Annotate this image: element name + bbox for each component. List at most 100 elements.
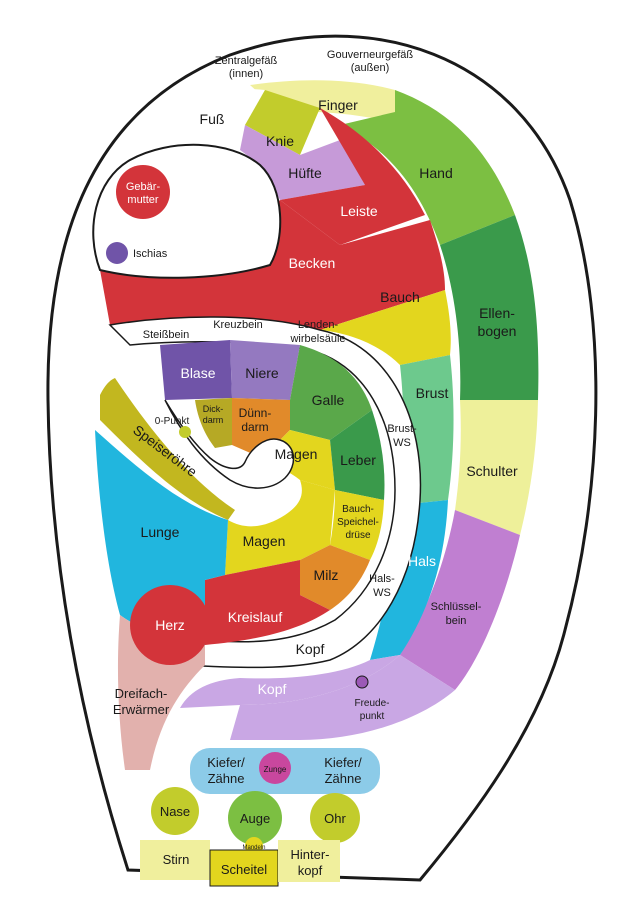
label-freude-2: punkt [360, 711, 385, 722]
label-milz: Milz [314, 567, 339, 583]
label-auge: Auge [240, 811, 270, 826]
label-schulter: Schulter [466, 463, 518, 479]
label-niere: Niere [245, 365, 279, 381]
label-hinterkopf-1: Hinter- [290, 847, 329, 862]
zone-galle [290, 345, 372, 440]
label-ohr: Ohr [324, 811, 346, 826]
label-kopf-outer: Kopf [258, 681, 287, 697]
label-freude-1: Freude- [354, 698, 389, 709]
label-lunge: Lunge [141, 524, 180, 540]
label-bauchspeichel-2: Speichel- [337, 517, 379, 528]
label-kiefer-left-1: Kiefer/ [207, 755, 245, 770]
label-dickdarm-1: Dick- [203, 404, 224, 414]
helix-schulter-zone [455, 400, 538, 535]
label-duenndarm-1: Dünn- [239, 406, 272, 420]
helix-lower-purple-zone [230, 655, 455, 740]
helix-schluesselbein-zone [400, 510, 520, 690]
nullpunkt-point [179, 426, 191, 438]
label-gebaermutter-1: Gebär- [126, 181, 161, 193]
helix-crus [164, 399, 295, 489]
zone-kreislauf [205, 560, 330, 645]
label-hinterkopf-2: kopf [298, 863, 323, 878]
label-ellenbogen-2: bogen [478, 323, 517, 339]
zone-speiseroehre [100, 378, 235, 520]
label-duenndarm-2: darm [241, 420, 268, 434]
label-bauch: Bauch [380, 289, 420, 305]
label-becken: Becken [289, 255, 336, 271]
label-brust: Brust [416, 385, 449, 401]
zone-lunge [95, 430, 228, 645]
stirn-zone [140, 840, 210, 880]
label-hand: Hand [419, 165, 452, 181]
scheitel-zone [209, 849, 279, 887]
label-kiefer-right-1: Kiefer/ [324, 755, 362, 770]
zunge-point [259, 752, 291, 784]
auge-point [228, 791, 282, 845]
label-finger: Finger [318, 97, 358, 113]
zone-hals [370, 500, 448, 660]
label-dickdarm-2: darm [203, 415, 224, 425]
label-magen-lower: Magen [243, 533, 286, 549]
label-kiefer-left-2: Zähne [208, 771, 245, 786]
label-blase: Blase [180, 365, 215, 381]
label-mandeln: Mandeln [242, 845, 265, 851]
label-steissbein: Steißbein [143, 329, 189, 341]
nase-point [151, 787, 199, 835]
label-dreifach-1: Dreifach- [115, 686, 168, 701]
zone-bauchspeichel [330, 490, 384, 560]
helix-hand-zone [340, 90, 515, 245]
zone-leiste [280, 108, 425, 245]
label-nullpunkt: 0-Punkt [155, 416, 190, 427]
label-magen-upper: Magen [275, 446, 318, 462]
zone-bauch [320, 290, 451, 365]
label-scheitel: Scheitel [221, 862, 267, 877]
label-kiefer-right-2: Zähne [325, 771, 362, 786]
label-knie: Knie [266, 133, 294, 149]
label-halsws-1: Hals- [369, 573, 395, 585]
label-leiste: Leiste [340, 203, 378, 219]
label-schluesselbein-1: Schlüssel- [431, 601, 482, 613]
label-ellenbogen-1: Ellen- [479, 305, 515, 321]
label-fuss: Fuß [200, 111, 225, 127]
herz-point [130, 585, 210, 665]
gebaermutter-point [116, 165, 170, 219]
label-nase: Nase [160, 804, 190, 819]
label-lenden-2: wirbelsäule [289, 333, 345, 345]
label-dreifach-2: Erwärmer [113, 702, 170, 717]
label-zunge: Zunge [264, 765, 287, 774]
label-kopf-inner: Kopf [296, 641, 325, 657]
label-lenden-1: Lenden- [298, 319, 339, 331]
zone-kopf-outer [180, 655, 400, 708]
label-kreuzbein: Kreuzbein [213, 319, 263, 331]
zone-dickdarm [195, 398, 232, 448]
label-gebaermutter-2: mutter [127, 194, 159, 206]
label-hals: Hals [408, 553, 436, 569]
freudepunkt-point [355, 675, 369, 689]
label-huefte: Hüfte [288, 165, 322, 181]
zone-becken [100, 200, 445, 330]
label-zentralgefaess-sub: (innen) [229, 68, 263, 80]
label-herz: Herz [155, 617, 185, 633]
label-zentralgefaess: Zentralgefäß [215, 55, 278, 67]
helix-ellenbogen-zone [440, 215, 539, 400]
label-galle: Galle [312, 392, 345, 408]
label-brustws-1: Brust- [387, 423, 417, 435]
label-kreislauf: Kreislauf [228, 609, 283, 625]
zone-knie [245, 90, 320, 155]
label-bauchspeichel-1: Bauch- [342, 504, 374, 515]
hinterkopf-zone [278, 840, 340, 882]
zone-magen-lower [225, 480, 335, 575]
zone-fuss [160, 88, 265, 135]
zone-leber [330, 410, 385, 500]
label-stirn: Stirn [163, 852, 190, 867]
label-leber: Leber [340, 452, 376, 468]
label-bauchspeichel-3: drüse [345, 530, 370, 541]
label-gouverneurgefaess: Gouverneurgefäß [327, 49, 413, 61]
zone-niere [230, 340, 300, 400]
zone-milz [300, 545, 370, 610]
label-brustws-2: WS [393, 437, 411, 449]
label-schluesselbein-2: bein [446, 615, 467, 627]
ischias-point [106, 242, 128, 264]
ohr-point [310, 793, 360, 843]
